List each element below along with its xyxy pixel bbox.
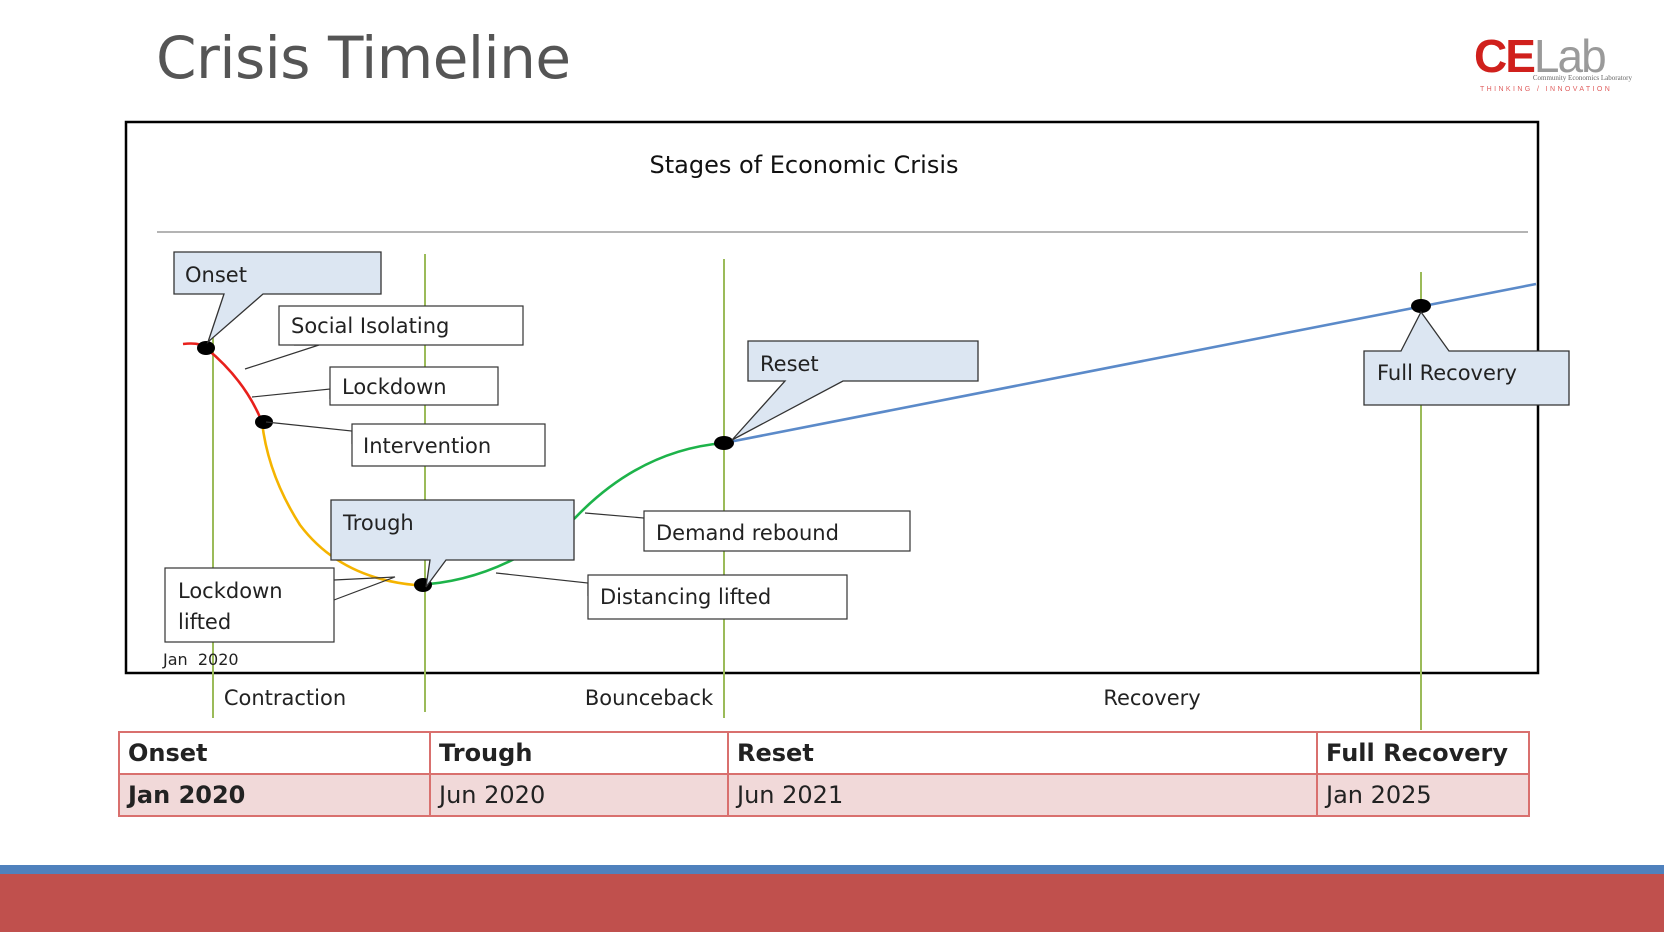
start-date-label: Jan 2020 bbox=[162, 650, 239, 669]
demand-rebound-label-box: Demand rebound bbox=[584, 510, 911, 552]
intervention-label-box: Intervention bbox=[265, 421, 546, 467]
table-cell: Jan 2020 bbox=[118, 773, 431, 817]
celab-logo: CELab Community Economics Laboratory THI… bbox=[1474, 30, 1634, 100]
logo-lab: Lab bbox=[1533, 30, 1607, 82]
curve-recovery bbox=[723, 282, 1537, 445]
table-cell: Jun 2021 bbox=[727, 773, 1318, 817]
slide-title: Crisis Timeline bbox=[156, 24, 571, 92]
curve-bounceback bbox=[414, 441, 725, 587]
onset-callout-label: Onset bbox=[185, 263, 247, 287]
social-isolating-label-box: Social Isolating bbox=[244, 305, 524, 370]
footer-blue-band bbox=[0, 865, 1664, 874]
phase-label-bounceback: Bounceback bbox=[585, 686, 714, 710]
social-isolating-label: Social Isolating bbox=[291, 314, 449, 338]
demand-rebound-label: Demand rebound bbox=[656, 521, 839, 545]
intervention-label: Intervention bbox=[363, 434, 491, 458]
lockdown-label: Lockdown bbox=[342, 375, 447, 399]
logo-ce: CE bbox=[1474, 30, 1536, 82]
table-row: Jan 2020 Jun 2020 Jun 2021 Jan 2025 bbox=[118, 773, 1530, 817]
lockdown-lifted-label-box: Lockdown lifted bbox=[164, 567, 396, 643]
diagram-title: Stages of Economic Crisis bbox=[649, 151, 958, 179]
reset-callout: Reset bbox=[731, 340, 979, 441]
table-header-cell: Onset bbox=[118, 731, 431, 775]
table-cell: Jun 2020 bbox=[429, 773, 729, 817]
phase-label-recovery: Recovery bbox=[1103, 686, 1200, 710]
logo-subtitle: Community Economics Laboratory bbox=[1532, 74, 1632, 82]
full-recovery-marker bbox=[1411, 299, 1431, 313]
distancing-lifted-label: Distancing lifted bbox=[600, 585, 771, 609]
onset-callout: Onset bbox=[173, 251, 382, 345]
curve-contraction-late bbox=[260, 421, 416, 587]
milestone-table: Onset Trough Reset Full Recovery Jan 202… bbox=[118, 731, 1530, 817]
logo-wordmark: CELab bbox=[1474, 30, 1607, 82]
trough-callout: Trough bbox=[330, 499, 575, 588]
lockdown-lifted-label-line2: lifted bbox=[178, 610, 231, 634]
table-header-cell: Reset bbox=[727, 731, 1318, 775]
onset-marker bbox=[197, 341, 215, 355]
intervention-marker bbox=[255, 415, 273, 429]
trough-callout-label: Trough bbox=[342, 511, 414, 535]
logo-tagline: THINKING / INNOVATION bbox=[1480, 86, 1613, 93]
lockdown-lifted-label-line1: Lockdown bbox=[178, 579, 283, 603]
footer-red-band bbox=[0, 874, 1664, 932]
table-cell: Jan 2025 bbox=[1316, 773, 1530, 817]
table-header-cell: Trough bbox=[429, 731, 729, 775]
reset-callout-label: Reset bbox=[760, 352, 819, 376]
full-recovery-callout: Full Recovery bbox=[1363, 310, 1570, 406]
full-recovery-callout-label: Full Recovery bbox=[1377, 361, 1517, 385]
reset-marker bbox=[714, 436, 734, 450]
distancing-lifted-label-box: Distancing lifted bbox=[495, 572, 848, 620]
phase-label-contraction: Contraction bbox=[224, 686, 346, 710]
table-header-row: Onset Trough Reset Full Recovery bbox=[118, 731, 1530, 775]
table-header-cell: Full Recovery bbox=[1316, 731, 1530, 775]
lockdown-label-box: Lockdown bbox=[251, 366, 499, 406]
